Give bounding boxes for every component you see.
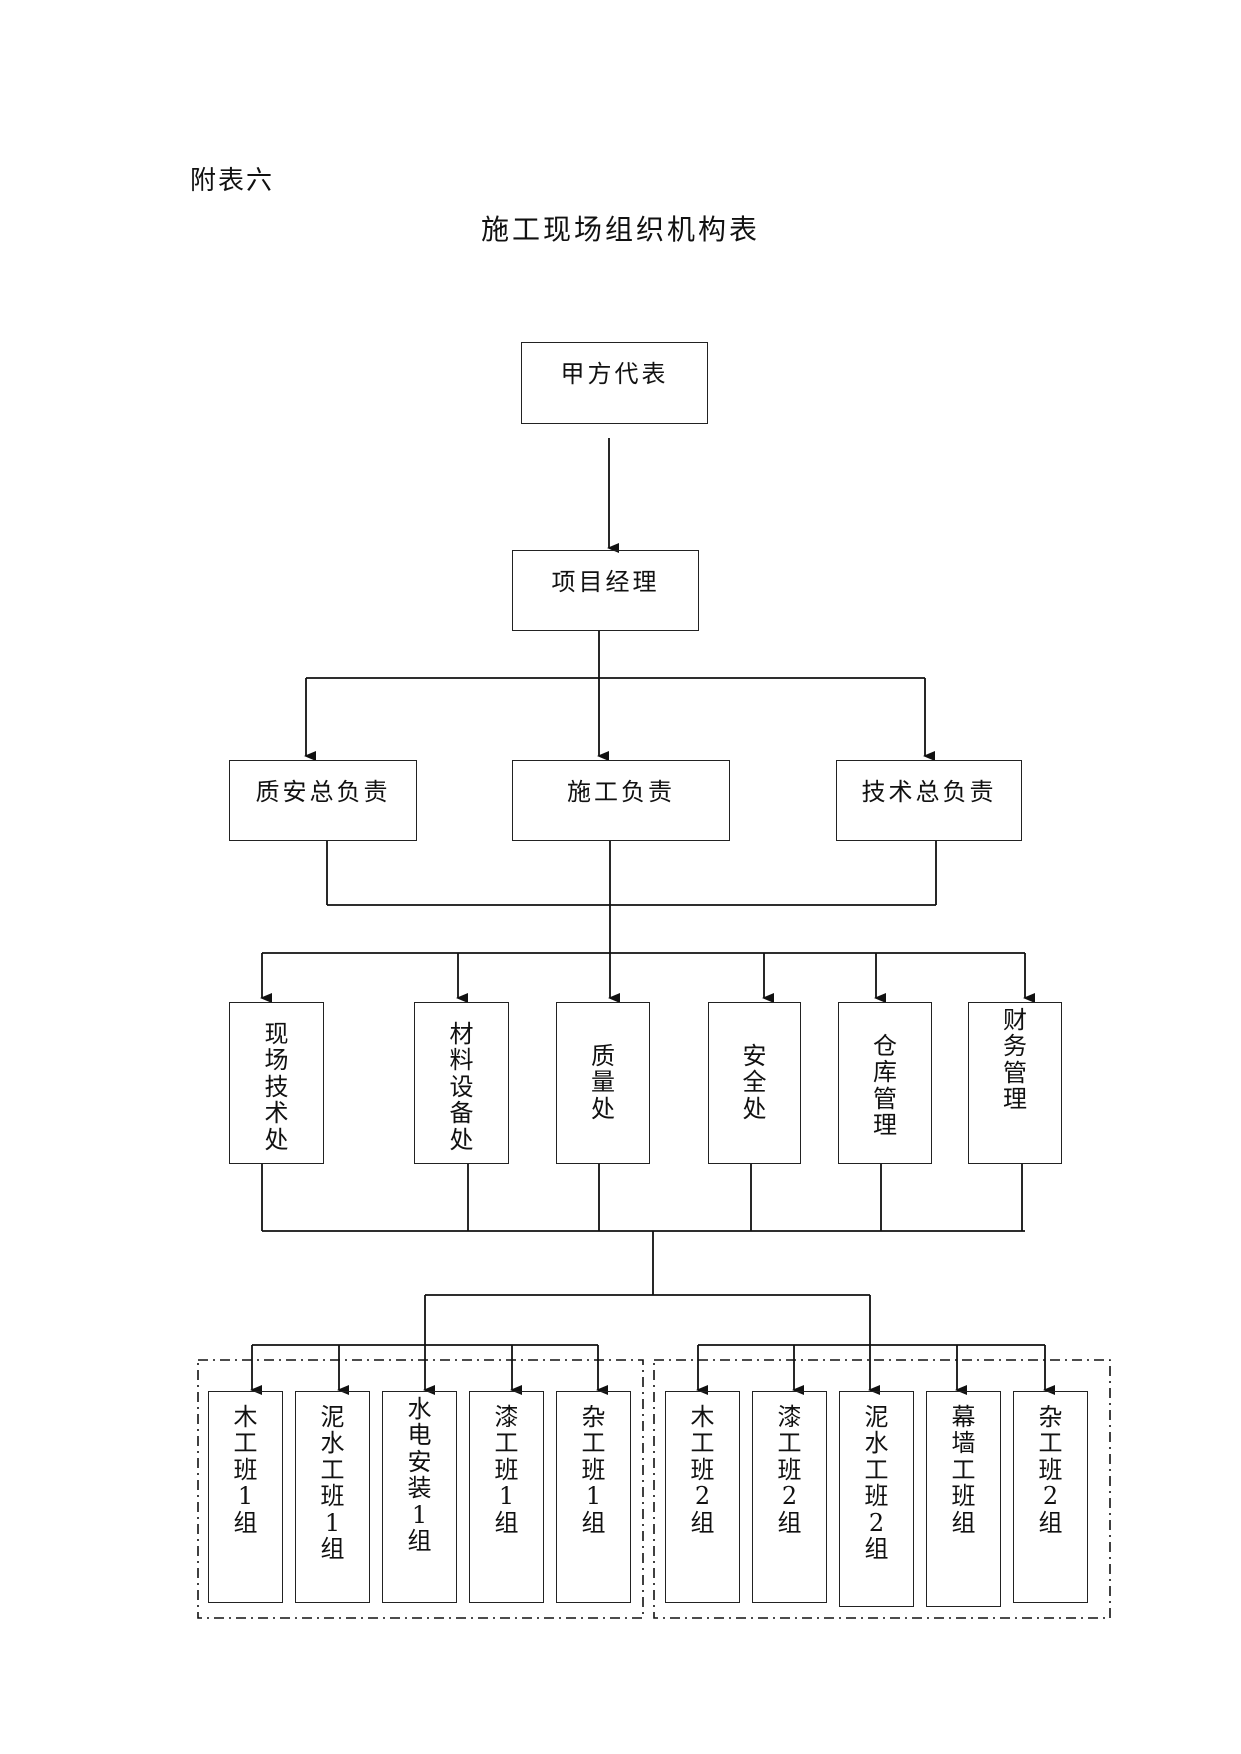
team-label: 幕墙工班组 xyxy=(951,1403,976,1537)
node-label: 仓库管理 xyxy=(873,1032,897,1140)
team-group-2-frame xyxy=(653,1359,1111,1619)
team-label: 泥水工班2组 xyxy=(864,1403,889,1563)
team-box: 漆工班2组 xyxy=(752,1391,827,1603)
node-label: 财务管理 xyxy=(1003,1006,1027,1114)
team-box: 木工班2组 xyxy=(665,1391,740,1603)
team-box: 泥水工班2组 xyxy=(839,1391,914,1607)
team-label: 漆工班2组 xyxy=(777,1403,802,1537)
node-technical-lead: 技术总负责 xyxy=(836,760,1022,841)
team-label: 木工班2组 xyxy=(690,1403,715,1537)
team-box: 木工班1组 xyxy=(208,1391,283,1603)
team-box: 漆工班1组 xyxy=(469,1391,544,1603)
node-label: 技术总负责 xyxy=(861,778,997,806)
node-label: 材料设备处 xyxy=(449,1020,474,1154)
team-box: 水电安装1组 xyxy=(382,1391,457,1603)
page-title: 施工现场组织机构表 xyxy=(480,213,760,246)
node-label: 施工负责 xyxy=(567,778,675,806)
node-safety: 安全处 xyxy=(708,1002,801,1164)
node-construction-lead: 施工负责 xyxy=(512,760,730,841)
node-project-manager: 项目经理 xyxy=(512,550,699,631)
node-materials-equipment: 材料设备处 xyxy=(414,1002,509,1164)
team-label: 杂工班2组 xyxy=(1038,1403,1063,1537)
node-label: 甲方代表 xyxy=(560,360,669,388)
team-box: 杂工班2组 xyxy=(1013,1391,1088,1603)
node-label: 质量处 xyxy=(591,1042,615,1123)
node-label: 项目经理 xyxy=(551,568,660,596)
node-finance: 财务管理 xyxy=(968,1002,1062,1164)
team-label: 木工班1组 xyxy=(233,1403,258,1537)
team-box: 杂工班1组 xyxy=(556,1391,631,1603)
node-label: 现场技术处 xyxy=(264,1020,289,1154)
team-box: 泥水工班1组 xyxy=(295,1391,370,1603)
node-client-rep: 甲方代表 xyxy=(521,342,708,424)
node-label: 安全处 xyxy=(742,1042,767,1123)
node-site-tech: 现场技术处 xyxy=(229,1002,324,1164)
node-quality-safety-lead: 质安总负责 xyxy=(229,760,417,841)
team-group-1-frame xyxy=(197,1359,644,1619)
team-label: 水电安装1组 xyxy=(407,1395,432,1555)
node-quality: 质量处 xyxy=(556,1002,650,1164)
node-warehouse: 仓库管理 xyxy=(838,1002,932,1164)
annex-label: 附表六 xyxy=(190,166,275,196)
team-label: 漆工班1组 xyxy=(494,1403,519,1537)
node-label: 质安总负责 xyxy=(255,778,391,806)
team-label: 杂工班1组 xyxy=(581,1403,606,1537)
team-box: 幕墙工班组 xyxy=(926,1391,1001,1607)
team-label: 泥水工班1组 xyxy=(320,1403,345,1563)
